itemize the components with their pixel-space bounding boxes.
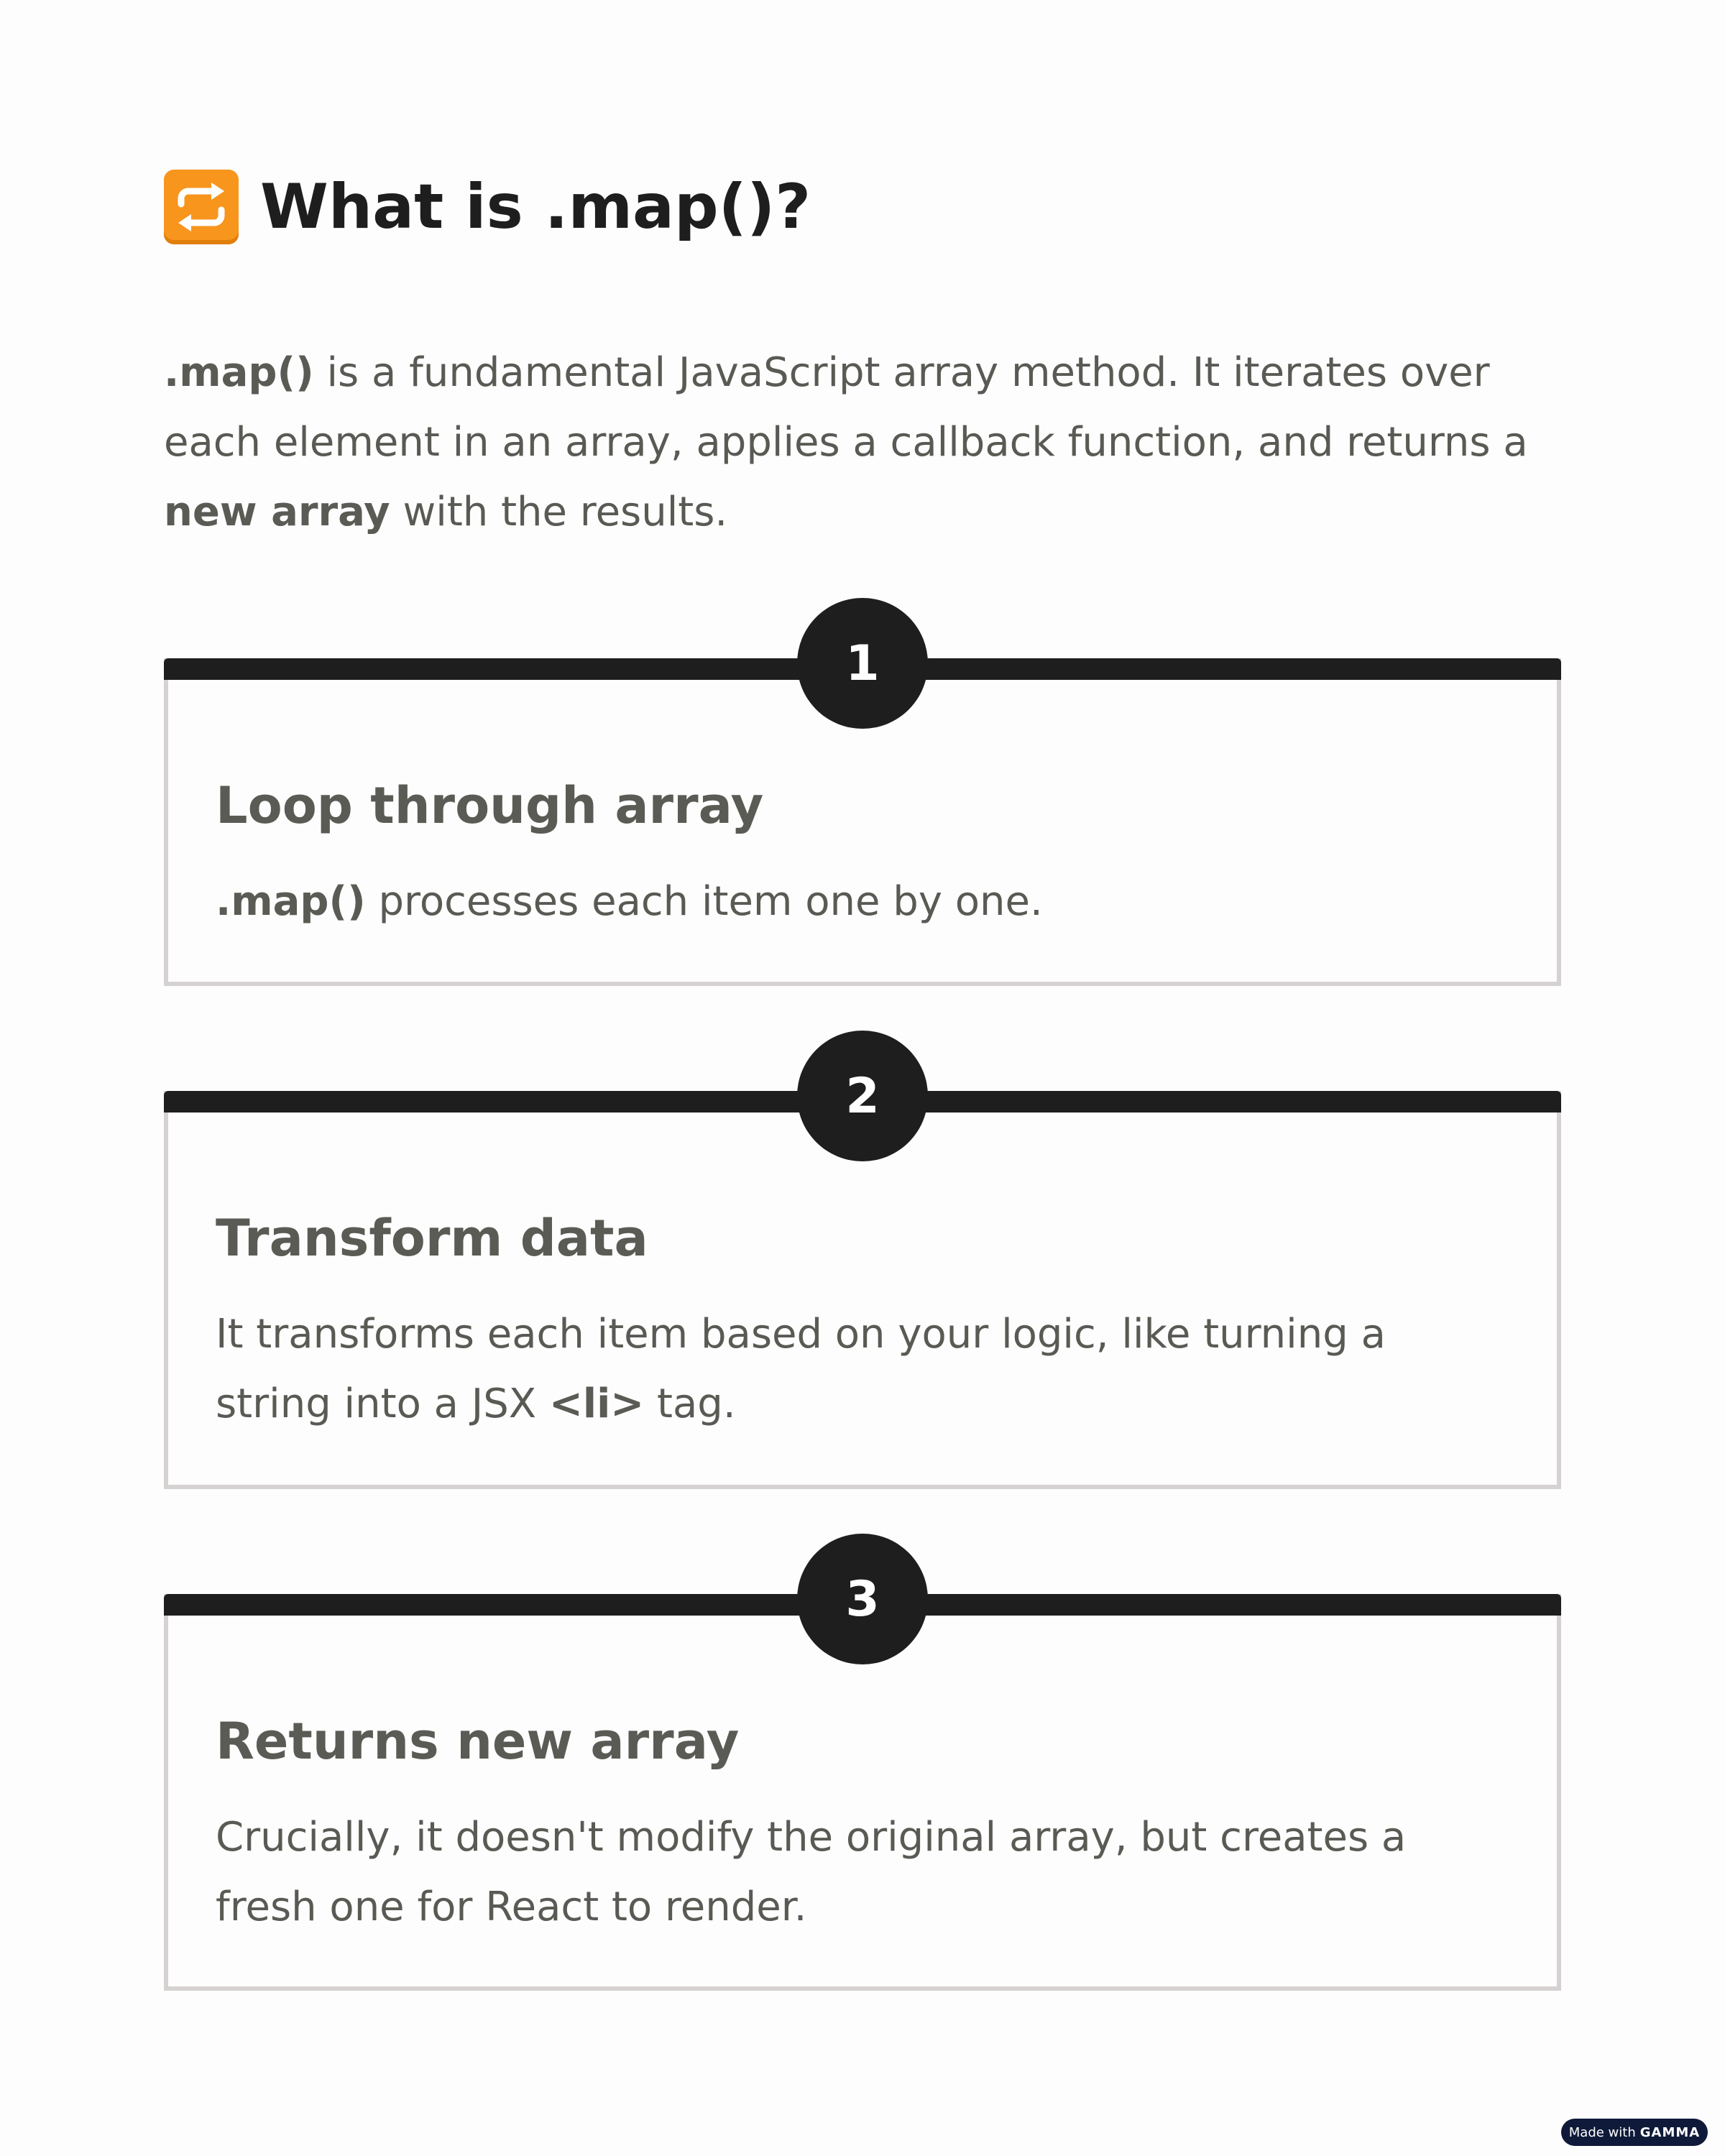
step-text: It transforms each item based on your lo… [216,1299,1495,1439]
step-number-badge: 1 [797,598,928,729]
intro-bold-new-array: new array [164,489,390,535]
step-number-badge: 2 [797,1031,928,1161]
step-card-2: 2 Transform data It transforms each item… [164,1031,1561,1489]
intro-text-3: with the results. [390,489,728,535]
badge-prefix: Made with [1568,2124,1636,2140]
badge-brand: GAMMA [1639,2124,1701,2140]
made-with-gamma-badge[interactable]: Made with GAMMA [1561,2119,1708,2146]
step-text-body-2: tag. [644,1381,736,1427]
page-title: What is .map()? [260,171,811,243]
repeat-arrows-icon [164,170,239,244]
step-heading: Transform data [216,1209,648,1268]
step-card-1: 1 Loop through array .map() processes ea… [164,598,1561,986]
intro-paragraph: .map() is a fundamental JavaScript array… [164,338,1573,547]
step-text: .map() processes each item one by one. [216,867,1495,936]
step-code: <li> [548,1381,645,1427]
step-card-3: 3 Returns new array Crucially, it doesn'… [164,1534,1561,1991]
step-number-badge: 3 [797,1534,928,1664]
step-heading: Loop through array [216,776,764,835]
step-code: .map() [216,878,366,925]
title-row: What is .map()? [164,170,811,244]
step-text-body: processes each item one by one. [365,878,1043,925]
step-text-body-1: It transforms each item based on your lo… [216,1311,1386,1427]
step-text: Crucially, it doesn't modify the origina… [216,1814,1407,1930]
step-heading: Returns new array [216,1712,740,1771]
intro-text-1: is a fundamental JavaScript array method… [164,349,1528,466]
intro-code: .map() [164,349,314,396]
